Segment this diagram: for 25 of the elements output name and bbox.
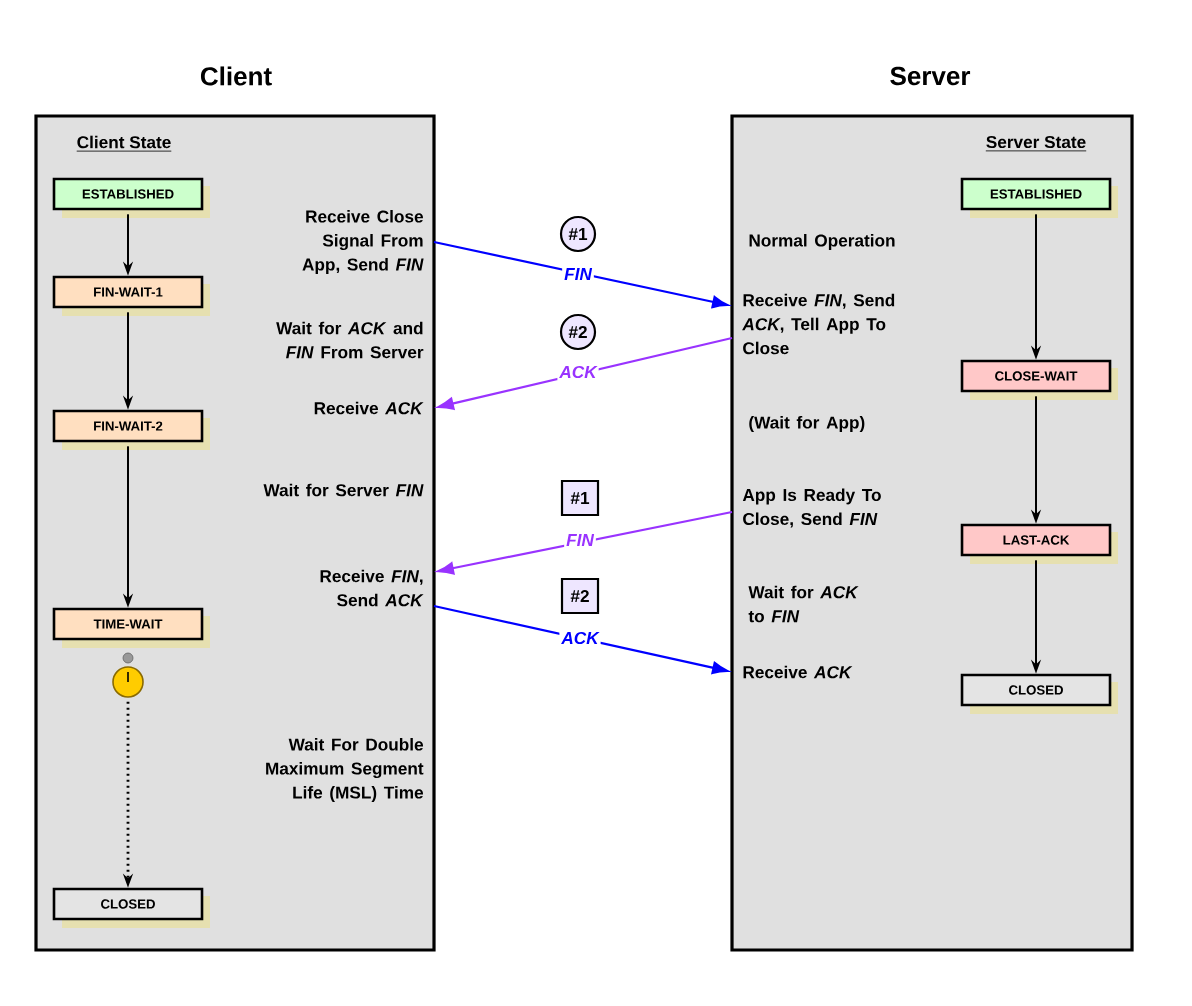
step-text: App Is Ready To Close, Send FIN [742,488,881,528]
step-text: Receive FIN, Send ACK [320,569,424,607]
node-label: Server [890,66,971,86]
edge-label: ACK [559,629,601,647]
edge-label: FIN [562,266,594,282]
note-text: Wait For Double Maximum Segment Life (MSL) Time [266,738,424,803]
note-text: (Wait for App) [749,416,865,433]
arrow [437,510,733,575]
arrow [433,604,729,675]
step-text: Receive ACK [743,665,853,679]
note-text: Wait for Server FIN [263,483,424,497]
note-text: Normal Operation [749,234,895,250]
note-text: Wait for ACK and FIN From Server [276,321,424,359]
number-box: #2 [560,577,600,615]
number-box: #1 [560,479,600,517]
edge-label: FIN [564,532,596,548]
step-text: Receive Close Signal From App, Send FIN [302,210,424,274]
arrow [433,240,729,309]
edge-label: ACK [557,363,599,381]
note-text: Wait for ACK to FIN [748,585,859,623]
step-text: Receive ACK [314,401,424,415]
step-text: Receive FIN, Send ACK, Tell App To Close [742,293,895,355]
arrow [437,336,733,410]
stopwatch-icon [112,652,144,698]
node-label: Client [200,66,272,86]
